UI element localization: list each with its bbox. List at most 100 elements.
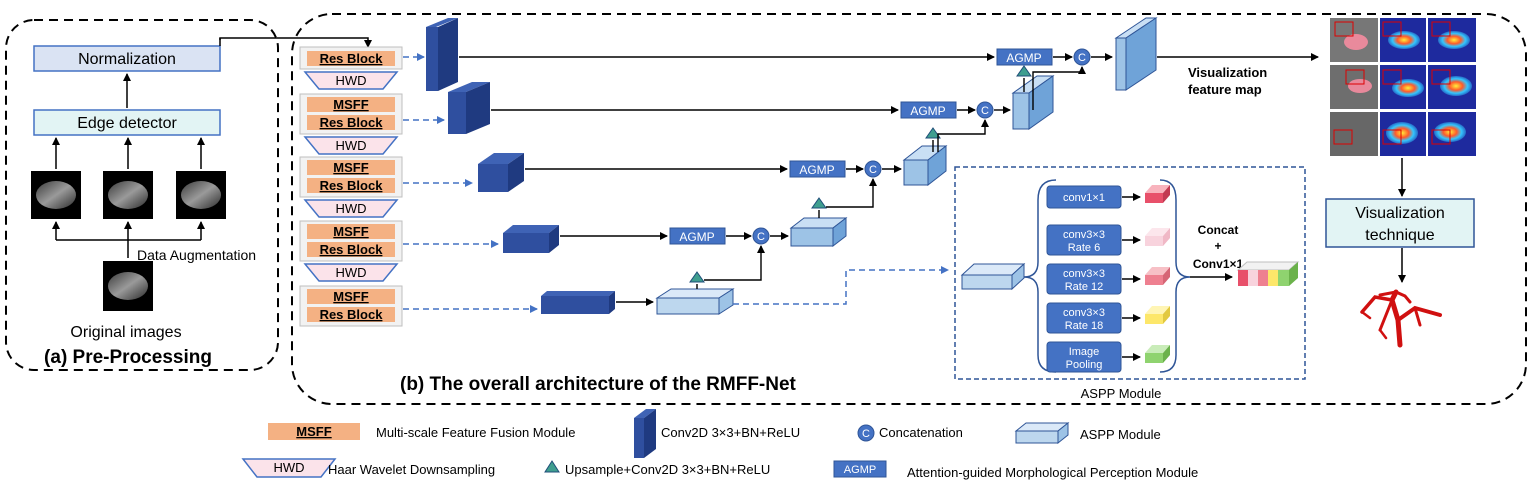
legend-agmp-desc: Attention-guided Morphological Perceptio…	[907, 465, 1198, 480]
svg-text:AGMP: AGMP	[1006, 51, 1041, 65]
concat-node-3: C	[864, 160, 882, 178]
aspp-branch-5: Image Pooling	[1046, 341, 1122, 373]
aspp-branch-3: conv3×3 Rate 12	[1046, 263, 1122, 295]
res-block-label: Res Block	[320, 51, 384, 66]
hwd-label: HWD	[335, 73, 366, 88]
aspp-branch-4: conv3×3 Rate 18	[1046, 302, 1122, 334]
svg-text:C: C	[869, 164, 877, 176]
legend-upsample-swatch	[544, 460, 560, 473]
legend-aspp-swatch	[1014, 421, 1070, 445]
legend-conv-desc: Conv2D 3×3+BN+ReLU	[661, 425, 800, 440]
svg-text:AGMP: AGMP	[679, 230, 714, 244]
legend: MSFF Multi-scale Feature Fusion Module H…	[241, 409, 1198, 480]
msff-label: MSFF	[333, 160, 368, 175]
encoder-stage-3: MSFF Res Block HWD	[299, 156, 403, 218]
architecture-section-label: (b) The overall architecture of the RMFF…	[400, 374, 797, 395]
visualization-feature-map-line1: Visualization	[1188, 65, 1267, 80]
concat-label-line1: Concat	[1198, 223, 1239, 237]
encoder-stage-2: MSFF Res Block HWD	[299, 93, 403, 155]
vessel-tree-image	[1360, 289, 1442, 348]
aspp-branch-2: conv3×3 Rate 6	[1046, 224, 1122, 256]
svg-text:AGMP: AGMP	[910, 104, 945, 118]
aspp-input-block	[960, 262, 1026, 291]
legend-conv-swatch	[634, 409, 656, 458]
encoder-stage-1: Res Block HWD	[299, 46, 403, 90]
legend-msff-desc: Multi-scale Feature Fusion Module	[376, 425, 575, 440]
visualization-technique-line2: technique	[1365, 227, 1434, 244]
res-block-label: Res Block	[320, 115, 384, 130]
concat-label-line2: +	[1214, 239, 1221, 253]
aspp-output-block	[655, 288, 735, 315]
legend-concat-desc: Concatenation	[879, 425, 963, 440]
concat-node-1: C	[1073, 48, 1091, 66]
edge-detector-box	[33, 109, 221, 136]
architecture-panel	[291, 13, 1527, 405]
encoder-stage-5: MSFF Res Block	[299, 285, 403, 327]
upsample-triangles	[689, 65, 1032, 283]
encoder-stage-4: MSFF Res Block HWD	[299, 220, 403, 282]
legend-hwd-label: HWD	[273, 460, 304, 475]
feature-block-3	[478, 153, 524, 192]
legend-hwd-desc: Haar Wavelet Downsampling	[328, 462, 495, 477]
concat-node-4: C	[752, 227, 770, 245]
decoder-block-3	[902, 144, 948, 187]
agmp-module-4: AGMP	[669, 227, 726, 245]
visualization-technique-box	[1325, 198, 1475, 248]
feature-block-4	[503, 225, 559, 253]
visualization-feature-map-line2: feature map	[1188, 82, 1262, 97]
decoder-block-4	[789, 216, 848, 248]
agmp-module-1: AGMP	[996, 48, 1053, 66]
legend-concat-symbol: C	[862, 428, 870, 440]
svg-text:Rate 18: Rate 18	[1065, 320, 1104, 332]
svg-text:Image: Image	[1069, 346, 1100, 358]
feature-block-1	[426, 18, 458, 91]
legend-concat-swatch	[857, 424, 875, 442]
svg-text:conv3×3: conv3×3	[1063, 268, 1105, 280]
concat-node-2: C	[976, 101, 994, 119]
svg-text:Rate 12: Rate 12	[1065, 281, 1104, 293]
res-block-label: Res Block	[320, 242, 384, 257]
msff-label: MSFF	[333, 289, 368, 304]
svg-text:C: C	[757, 231, 765, 243]
svg-text:Rate 6: Rate 6	[1068, 242, 1100, 254]
encoder-skip-arrows	[403, 53, 538, 313]
aspp-dashed-link	[733, 266, 949, 305]
decoder-block-2	[1011, 75, 1055, 130]
res-block-label: Res Block	[320, 307, 384, 322]
aspp-left-brace	[1023, 179, 1057, 373]
aspp-module-label: ASPP Module	[1081, 386, 1162, 401]
legend-agmp-label: AGMP	[844, 464, 876, 476]
msff-label: MSFF	[333, 224, 368, 239]
aspp-branch-arrows	[1122, 193, 1141, 361]
svg-text:Pooling: Pooling	[1066, 359, 1103, 371]
original-ct-body	[108, 272, 148, 300]
concat-label-line3: Conv1×1	[1193, 257, 1244, 271]
legend-msff-swatch	[268, 423, 360, 440]
aspp-branch-1: conv1×1	[1046, 185, 1122, 209]
svg-text:C: C	[1078, 52, 1086, 64]
legend-aspp-desc: ASPP Module	[1080, 427, 1161, 442]
agmp-module-2: AGMP	[900, 101, 957, 119]
data-augmentation-label: Data Augmentation	[137, 247, 256, 263]
svg-text:conv1×1: conv1×1	[1063, 192, 1105, 204]
legend-hwd-swatch	[241, 458, 337, 478]
visualization-grid	[1330, 18, 1476, 156]
decoder-connections	[459, 53, 1319, 306]
normalization-box	[33, 45, 221, 72]
augmentation-connectors	[52, 221, 205, 258]
augmented-ct-images	[31, 171, 226, 219]
preprocessing-panel	[5, 19, 279, 371]
normalization-label: Normalization	[78, 51, 176, 68]
agmp-module-3: AGMP	[789, 160, 846, 178]
svg-text:conv3×3: conv3×3	[1063, 229, 1105, 241]
edge-detector-label: Edge detector	[77, 115, 177, 132]
aspp-module-panel	[954, 166, 1306, 380]
preprocessing-section-label: (a) Pre-Processing	[44, 347, 212, 368]
svg-text:AGMP: AGMP	[799, 163, 834, 177]
legend-msff-label: MSFF	[296, 424, 331, 439]
hwd-label: HWD	[335, 138, 366, 153]
visualization-technique-line1: Visualization	[1355, 205, 1445, 222]
aspp-branch-outputs	[1145, 185, 1170, 363]
legend-agmp-swatch	[833, 460, 887, 478]
